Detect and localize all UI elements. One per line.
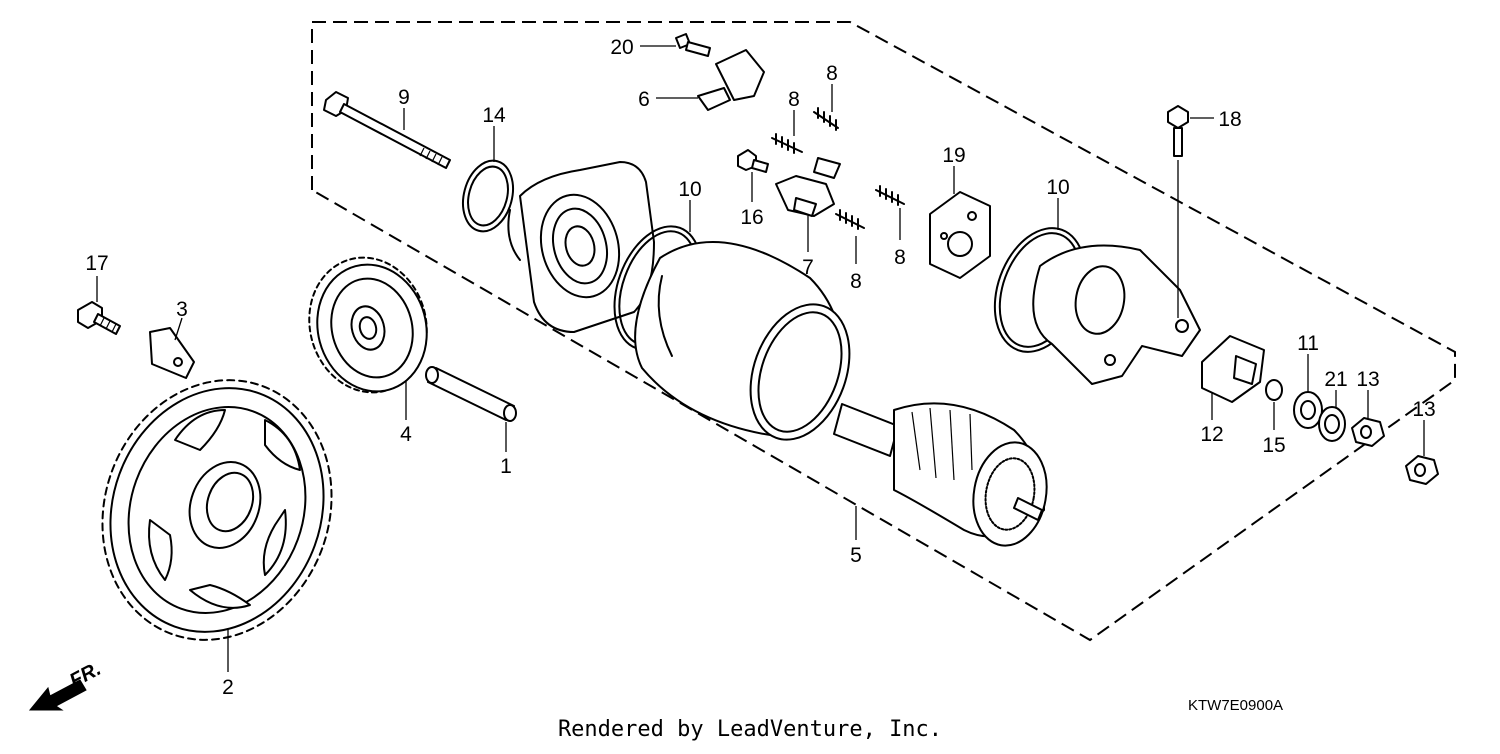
callout-3[interactable]: 3 xyxy=(176,298,188,321)
part-8-spring-a[interactable] xyxy=(813,107,839,131)
part-8-spring-c[interactable] xyxy=(835,209,865,230)
part-15-washer[interactable] xyxy=(1265,379,1283,401)
part-18-bolt[interactable] xyxy=(1167,105,1189,157)
part-6-brush[interactable] xyxy=(697,49,765,111)
callout-14[interactable]: 14 xyxy=(482,104,506,127)
callout-8d[interactable]: 8 xyxy=(894,246,906,269)
part-14-o-ring[interactable] xyxy=(456,155,521,237)
callout-15[interactable]: 15 xyxy=(1262,434,1285,457)
part-16-screw[interactable] xyxy=(737,149,769,173)
part-code: KTW7E0900A xyxy=(1188,697,1283,714)
part-5-motor-yoke[interactable] xyxy=(634,241,867,454)
callout-9[interactable]: 9 xyxy=(398,86,410,109)
part-5-armature[interactable] xyxy=(833,402,1054,551)
callout-6[interactable]: 6 xyxy=(638,88,650,111)
part-13-nut-b[interactable] xyxy=(1405,455,1439,485)
part-7-brush-holder[interactable] xyxy=(775,157,841,217)
callout-10b[interactable]: 10 xyxy=(1046,176,1069,199)
callout-8a[interactable]: 8 xyxy=(826,62,838,85)
callout-8c[interactable]: 8 xyxy=(850,270,862,293)
callout-11[interactable]: 11 xyxy=(1297,332,1319,355)
callout-17[interactable]: 17 xyxy=(85,252,108,275)
part-front-cover[interactable] xyxy=(507,161,655,333)
part-11-oil-seal[interactable] xyxy=(1293,391,1323,429)
callout-7[interactable]: 7 xyxy=(802,256,814,279)
callout-2[interactable]: 2 xyxy=(222,676,234,699)
part-17-bolt[interactable] xyxy=(77,301,121,335)
callout-16[interactable]: 16 xyxy=(740,206,763,229)
part-1-reduction-shaft[interactable] xyxy=(425,366,517,422)
part-12-bushing[interactable] xyxy=(1201,335,1265,403)
callout-20[interactable]: 20 xyxy=(610,36,633,59)
part-rear-cover[interactable] xyxy=(1032,244,1201,385)
part-2-driven-gear[interactable] xyxy=(67,348,368,673)
part-8-spring-d[interactable] xyxy=(875,185,905,206)
part-8-spring-b[interactable] xyxy=(771,133,803,154)
part-9-through-bolt[interactable] xyxy=(323,91,451,169)
callout-13b[interactable]: 13 xyxy=(1412,398,1435,421)
part-20-screw[interactable] xyxy=(675,33,711,57)
part-19-brush-holder-plate[interactable] xyxy=(929,191,991,279)
render-credit: Rendered by LeadVenture, Inc. xyxy=(558,717,942,742)
callout-4[interactable]: 4 xyxy=(400,423,412,446)
part-4-reduction-gear[interactable] xyxy=(294,244,441,405)
callout-5[interactable]: 5 xyxy=(850,544,862,567)
front-arrow-icon xyxy=(28,679,87,711)
callout-19[interactable]: 19 xyxy=(942,144,965,167)
callout-21[interactable]: 21 xyxy=(1324,368,1347,391)
callout-1[interactable]: 1 xyxy=(500,455,512,478)
callout-12[interactable]: 12 xyxy=(1200,423,1223,446)
callout-18[interactable]: 18 xyxy=(1218,108,1241,131)
leader-3 xyxy=(174,317,183,341)
callout-13a[interactable]: 13 xyxy=(1356,368,1379,391)
part-3-setting-plate[interactable] xyxy=(149,327,195,379)
part-13-nut-a[interactable] xyxy=(1351,417,1385,447)
assembly-boundary xyxy=(311,21,1456,642)
part-21-washer[interactable] xyxy=(1318,406,1346,442)
callout-8b[interactable]: 8 xyxy=(788,88,800,111)
callout-10a[interactable]: 10 xyxy=(678,178,701,201)
